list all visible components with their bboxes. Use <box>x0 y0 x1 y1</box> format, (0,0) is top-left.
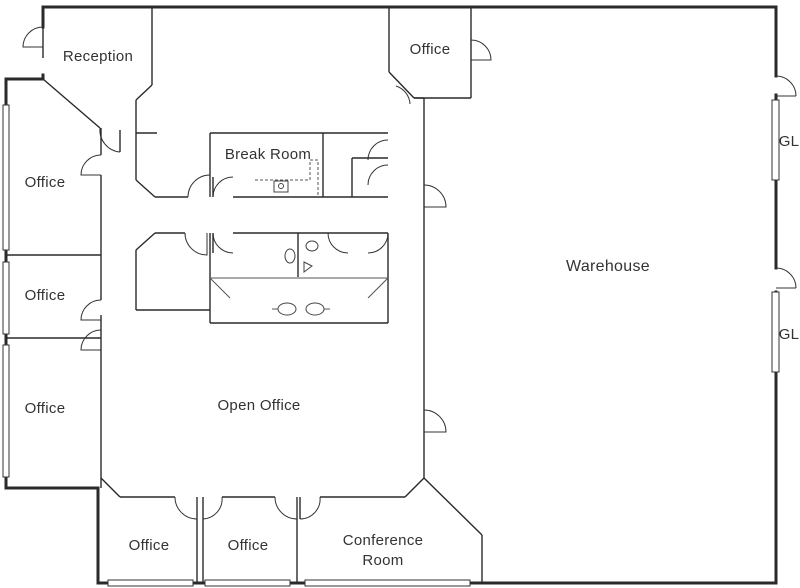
room-label-conference-line1: Conference <box>343 532 424 549</box>
room-label-office-left-2: Office <box>25 287 66 304</box>
room-label-office-left-3: Office <box>25 400 66 417</box>
room-label-office-top: Office <box>410 41 451 58</box>
room-label-conference-line2: Room <box>362 552 403 569</box>
room-label-office-bottom-1: Office <box>129 537 170 554</box>
glazing-bottom <box>771 267 797 373</box>
warehouse-divider <box>414 97 447 478</box>
restroom-block-walls <box>135 232 389 324</box>
glazing-label-bottom: GL <box>779 326 800 343</box>
glazing-label-top: GL <box>779 133 800 150</box>
break-room-walls <box>135 132 389 198</box>
room-label-break-room: Break Room <box>225 146 311 163</box>
room-label-open-office: Open Office <box>217 397 300 414</box>
room-label-office-left-1: Office <box>25 174 66 191</box>
windows <box>2 104 471 587</box>
left-offices-walls <box>6 128 102 488</box>
bottom-rooms-walls <box>100 477 483 583</box>
room-label-warehouse: Warehouse <box>566 258 650 275</box>
glazing-top <box>771 75 797 181</box>
room-label-reception: Reception <box>63 48 133 65</box>
reception-walls <box>22 7 157 180</box>
room-label-office-bottom-2: Office <box>228 537 269 554</box>
